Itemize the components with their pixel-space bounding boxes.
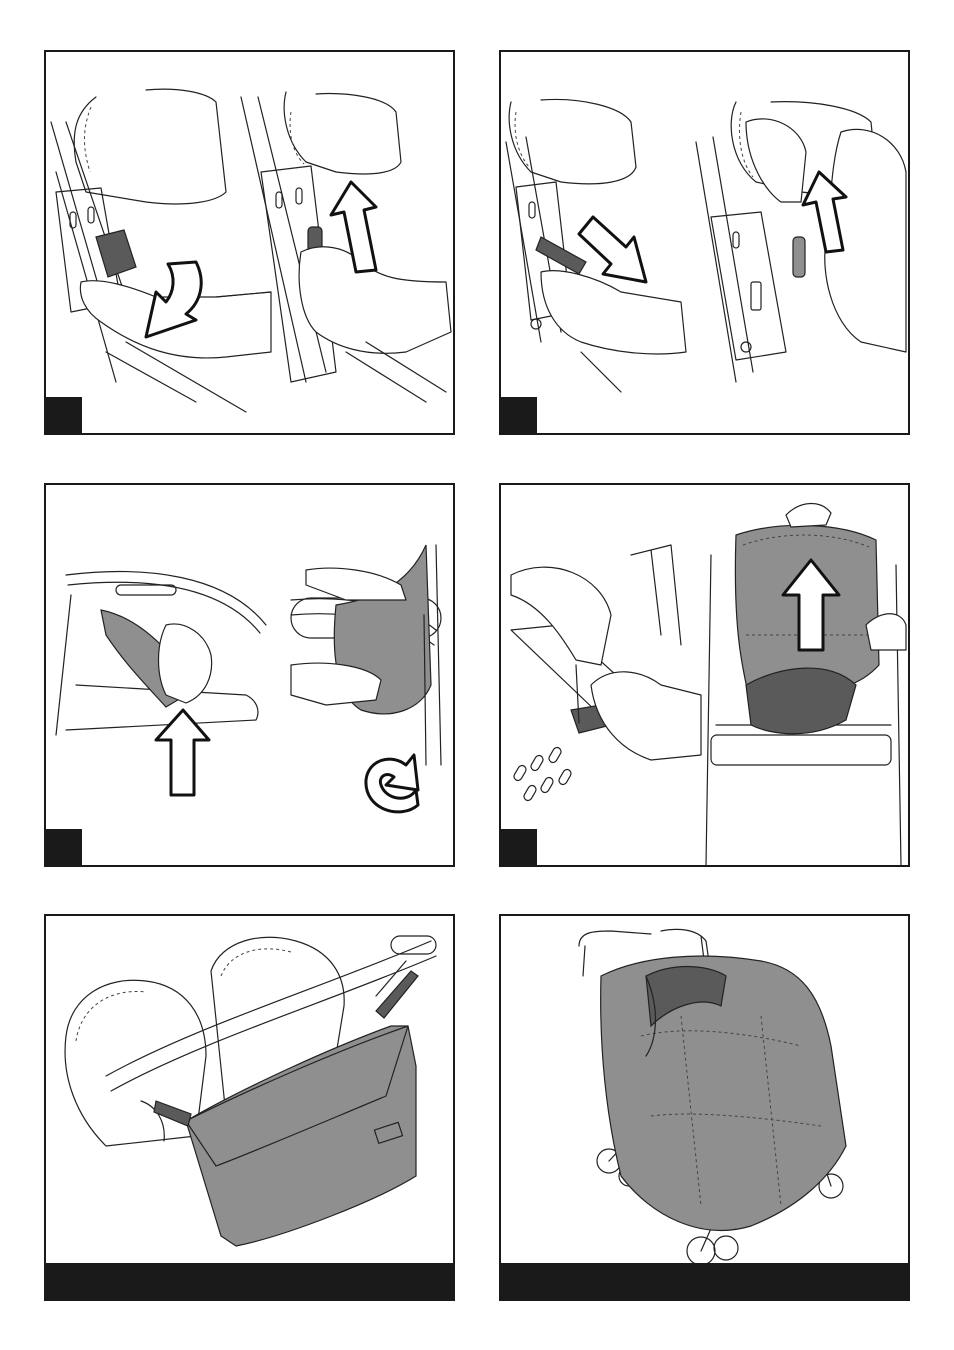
arrow-rotate-icon (366, 755, 418, 812)
step-badge (46, 397, 82, 433)
rain-cover (601, 956, 846, 1230)
grate-pattern (513, 746, 573, 802)
instruction-panel-6 (499, 914, 910, 1301)
instruction-panel-1 (44, 50, 455, 435)
instruction-panel-4 (499, 483, 910, 867)
instruction-panel-3 (44, 483, 455, 867)
illustration-seat-fabric-removal (501, 485, 908, 865)
step-badge (501, 397, 537, 433)
illustration-accessory-bag (46, 916, 453, 1299)
illustration-seat-tube-detach (501, 52, 908, 433)
panel-footer-bar (46, 1263, 453, 1299)
illustration-seat-tube-removal (46, 52, 453, 433)
arrow-down-right-icon (579, 217, 646, 282)
illustration-seat-cover-release (46, 485, 453, 865)
illustration-rain-cover (501, 916, 908, 1299)
instruction-panel-5 (44, 914, 455, 1301)
panel-footer-bar (501, 1263, 908, 1299)
step-badge (501, 829, 537, 865)
instruction-panel-2 (499, 50, 910, 435)
step-badge (46, 829, 82, 865)
